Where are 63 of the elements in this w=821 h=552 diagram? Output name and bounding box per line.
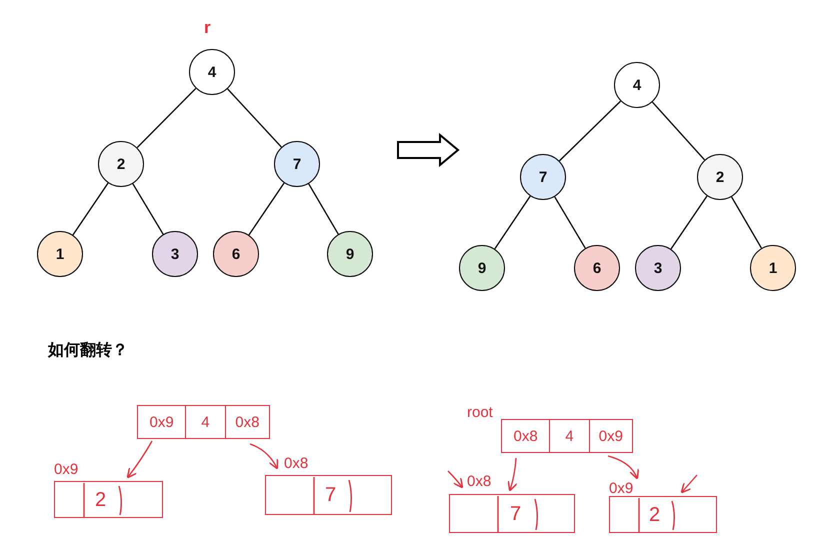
arrow <box>608 455 639 480</box>
address-label: 0x9 <box>54 461 78 478</box>
tree-edge <box>227 88 282 148</box>
pointer-label: r <box>204 18 211 38</box>
tree-node-circle <box>327 231 373 277</box>
handwritten-value: 7 <box>510 502 522 526</box>
tree-node-circle <box>520 154 566 200</box>
tree-edge <box>248 182 285 236</box>
tree-node-circle <box>574 245 620 291</box>
address-cell: 0x8 <box>224 406 269 438</box>
address-cell: 0x9 <box>588 420 632 452</box>
tree-node-circle <box>152 231 198 277</box>
tree-edge <box>308 183 339 235</box>
tree-edge <box>72 182 109 236</box>
arrow <box>250 443 278 470</box>
tree-node-circle <box>614 62 660 108</box>
tree-node-circle <box>98 141 144 187</box>
tree-edge <box>132 183 164 235</box>
handwritten-value: 7 <box>325 484 336 507</box>
node-value: 4 <box>208 64 216 80</box>
address-label: 0x8 <box>467 473 492 490</box>
address-label: 0x8 <box>284 455 308 472</box>
memory-record <box>137 405 270 439</box>
node-value: 7 <box>538 168 548 186</box>
value-cell: 4 <box>549 420 589 452</box>
tree-edge <box>652 102 706 160</box>
section-heading: 如何翻转？ <box>48 340 128 361</box>
arrow <box>126 440 153 478</box>
tree-edge <box>731 196 762 248</box>
arrow <box>448 470 464 488</box>
node-value: 2 <box>716 168 724 186</box>
address-cell-text: 0x8 <box>512 426 539 446</box>
handwritten-value: 2 <box>649 504 660 526</box>
tree-edge <box>494 196 531 250</box>
tree-edge <box>136 88 196 148</box>
node-value: 4 <box>632 76 642 94</box>
address-label: 0x9 <box>609 480 634 497</box>
tree-node-circle <box>213 231 259 277</box>
node-value: 7 <box>292 156 302 172</box>
tree-node-circle <box>635 245 681 291</box>
value-cell: 4 <box>185 406 225 438</box>
node-value: 1 <box>56 246 64 262</box>
address-cell-text: 0x9 <box>148 412 175 432</box>
node-value: 3 <box>654 260 662 276</box>
arrow <box>507 458 518 492</box>
tree-edge <box>558 100 622 162</box>
node-value: 9 <box>346 246 354 262</box>
node-value: 9 <box>478 260 486 276</box>
node-value: 2 <box>116 156 126 172</box>
tree-node-circle <box>459 245 505 291</box>
arrow <box>680 474 698 494</box>
tree-node-circle <box>37 231 83 277</box>
tree-node-circle <box>274 141 320 187</box>
root-label: root <box>467 404 493 421</box>
node-value: 6 <box>232 246 240 262</box>
node-value: 1 <box>768 260 778 276</box>
node-value: 6 <box>592 260 602 276</box>
handwritten-value: 2 <box>95 488 106 512</box>
tree-node-circle <box>697 154 743 200</box>
node-value: 3 <box>170 246 180 262</box>
tree-node-circle <box>750 245 796 291</box>
tree-edge <box>554 196 586 249</box>
tree-edge <box>670 196 708 250</box>
